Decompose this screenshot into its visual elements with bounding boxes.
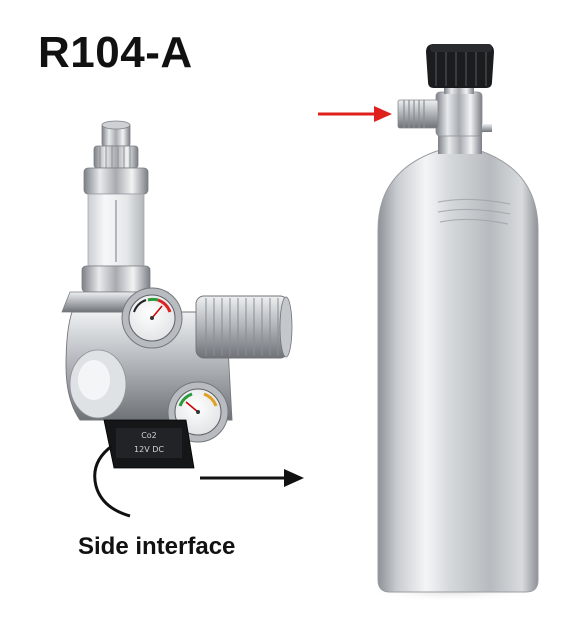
model-title: R104-A xyxy=(38,28,193,77)
black-arrow-icon xyxy=(200,469,304,487)
co2-cylinder xyxy=(364,44,540,602)
upper-pressure-gauge xyxy=(121,287,183,349)
solenoid: Co2 12V DC xyxy=(103,419,195,469)
solenoid-label-voltage: 12V DC xyxy=(134,445,164,454)
regulator: Co2 12V DC xyxy=(61,120,293,518)
side-interface-caption: Side interface xyxy=(78,533,236,560)
solenoid-label-co2: Co2 xyxy=(141,431,157,440)
red-arrow-icon xyxy=(318,106,392,122)
